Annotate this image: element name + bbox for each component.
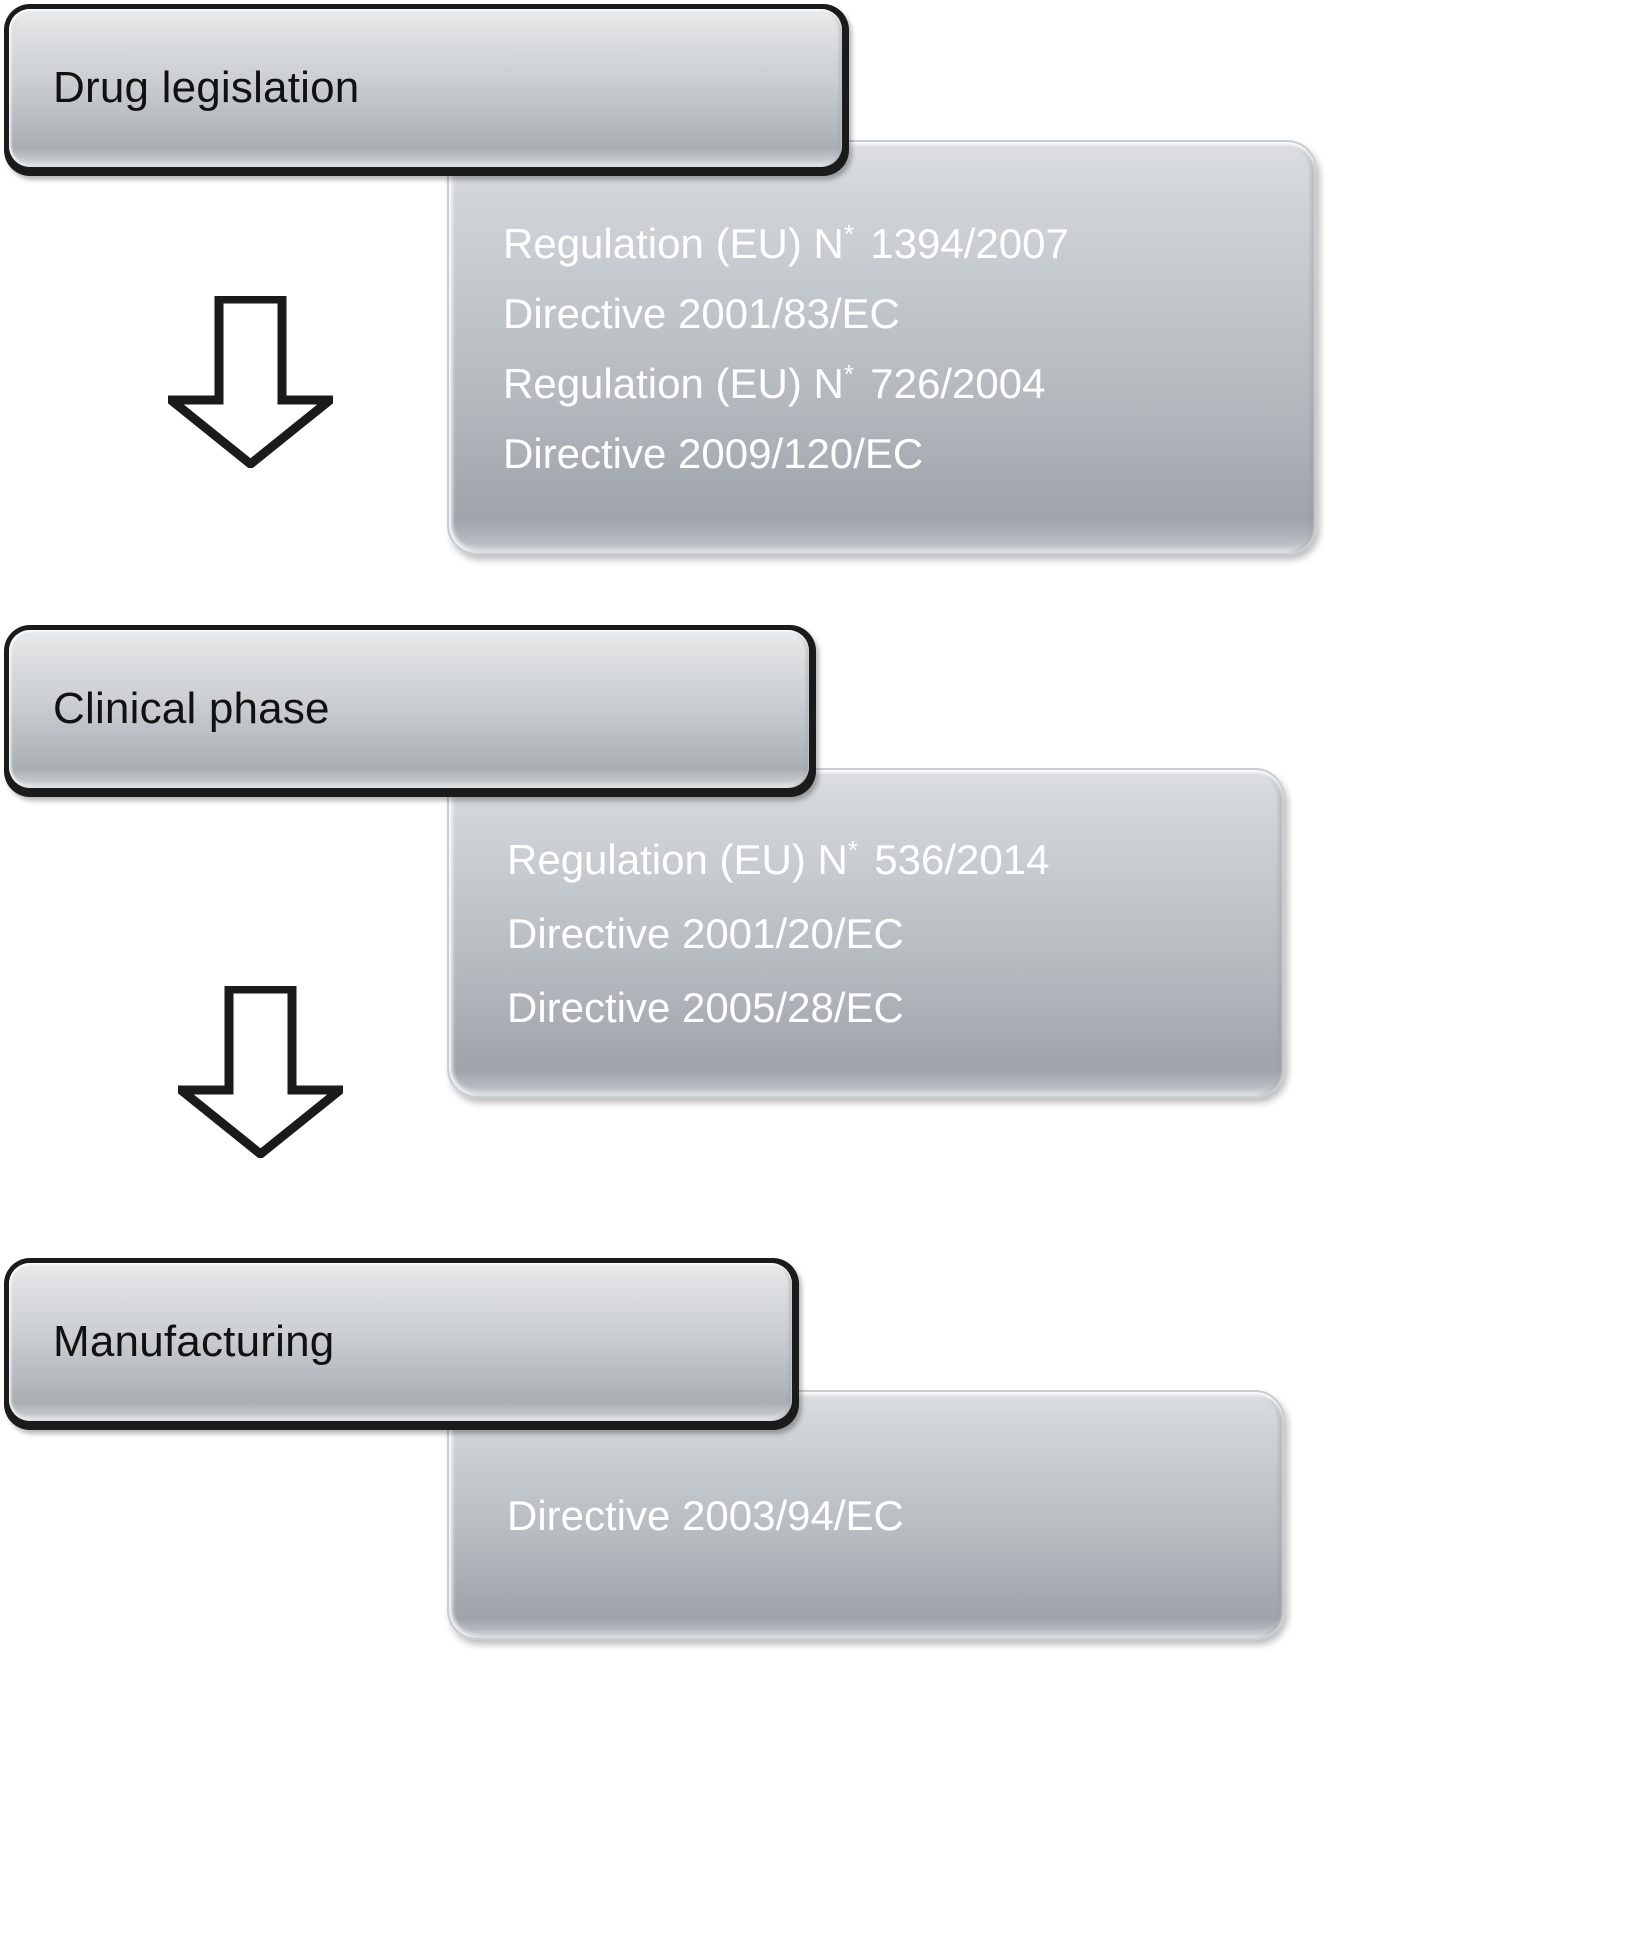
legislation-panel-clinical-phase: Regulation (EU) N* 536/2014 Directive 20… xyxy=(447,768,1285,1098)
legislation-item: Directive 2003/94/EC xyxy=(507,1493,1283,1537)
legislation-item: Directive 2001/20/EC xyxy=(507,911,1283,955)
stage-box-drug-legislation: Drug legislation xyxy=(4,4,849,176)
stage-label-clinical-phase: Clinical phase xyxy=(53,684,330,733)
stage-box-inner: Manufacturing xyxy=(9,1263,792,1421)
legislation-item-text: Directive 2005/28/EC xyxy=(507,984,904,1031)
stage-box-inner: Clinical phase xyxy=(9,630,809,788)
down-arrow-icon-clinical-to-manufacturing xyxy=(178,986,343,1158)
superscript-asterisk: * xyxy=(843,218,859,249)
legislation-item: Directive 2005/28/EC xyxy=(507,985,1283,1029)
legislation-item-text: Directive 2009/120/EC xyxy=(503,429,924,477)
legislation-item: Regulation (EU) N* 726/2004 xyxy=(503,358,1315,407)
down-arrow-icon-drug-to-clinical xyxy=(168,296,333,468)
legislation-item-text: Regulation (EU) N xyxy=(507,836,848,883)
legislation-item-text: Directive 2001/20/EC xyxy=(507,910,904,957)
stage-box-manufacturing: Manufacturing xyxy=(4,1258,799,1430)
legislation-panel-manufacturing: Directive 2003/94/EC xyxy=(447,1390,1285,1640)
stage-label-manufacturing: Manufacturing xyxy=(53,1317,335,1366)
legislation-item-number: 1394/2007 xyxy=(858,219,1069,267)
legislation-item-number: 726/2004 xyxy=(858,359,1046,407)
legislation-item-text: Directive 2003/94/EC xyxy=(507,1492,904,1539)
legislation-item-text: Regulation (EU) N xyxy=(503,359,844,407)
legislation-item: Regulation (EU) N* 536/2014 xyxy=(507,837,1283,881)
stage-label-drug-legislation: Drug legislation xyxy=(53,63,360,112)
stage-box-inner: Drug legislation xyxy=(9,9,842,167)
legislation-item-text: Regulation (EU) N xyxy=(503,219,844,267)
legislation-item-number: 536/2014 xyxy=(862,836,1050,883)
superscript-asterisk: * xyxy=(847,835,863,865)
stage-box-clinical-phase: Clinical phase xyxy=(4,625,816,797)
legislation-item: Regulation (EU) N* 1394/2007 xyxy=(503,218,1315,267)
legislation-item: Directive 2001/83/EC xyxy=(503,291,1315,335)
legislation-item: Directive 2009/120/EC xyxy=(503,431,1315,475)
legislation-panel-drug-legislation: Regulation (EU) N* 1394/2007 Directive 2… xyxy=(447,140,1317,555)
superscript-asterisk: * xyxy=(843,358,859,389)
legislation-item-text: Directive 2001/83/EC xyxy=(503,289,900,337)
